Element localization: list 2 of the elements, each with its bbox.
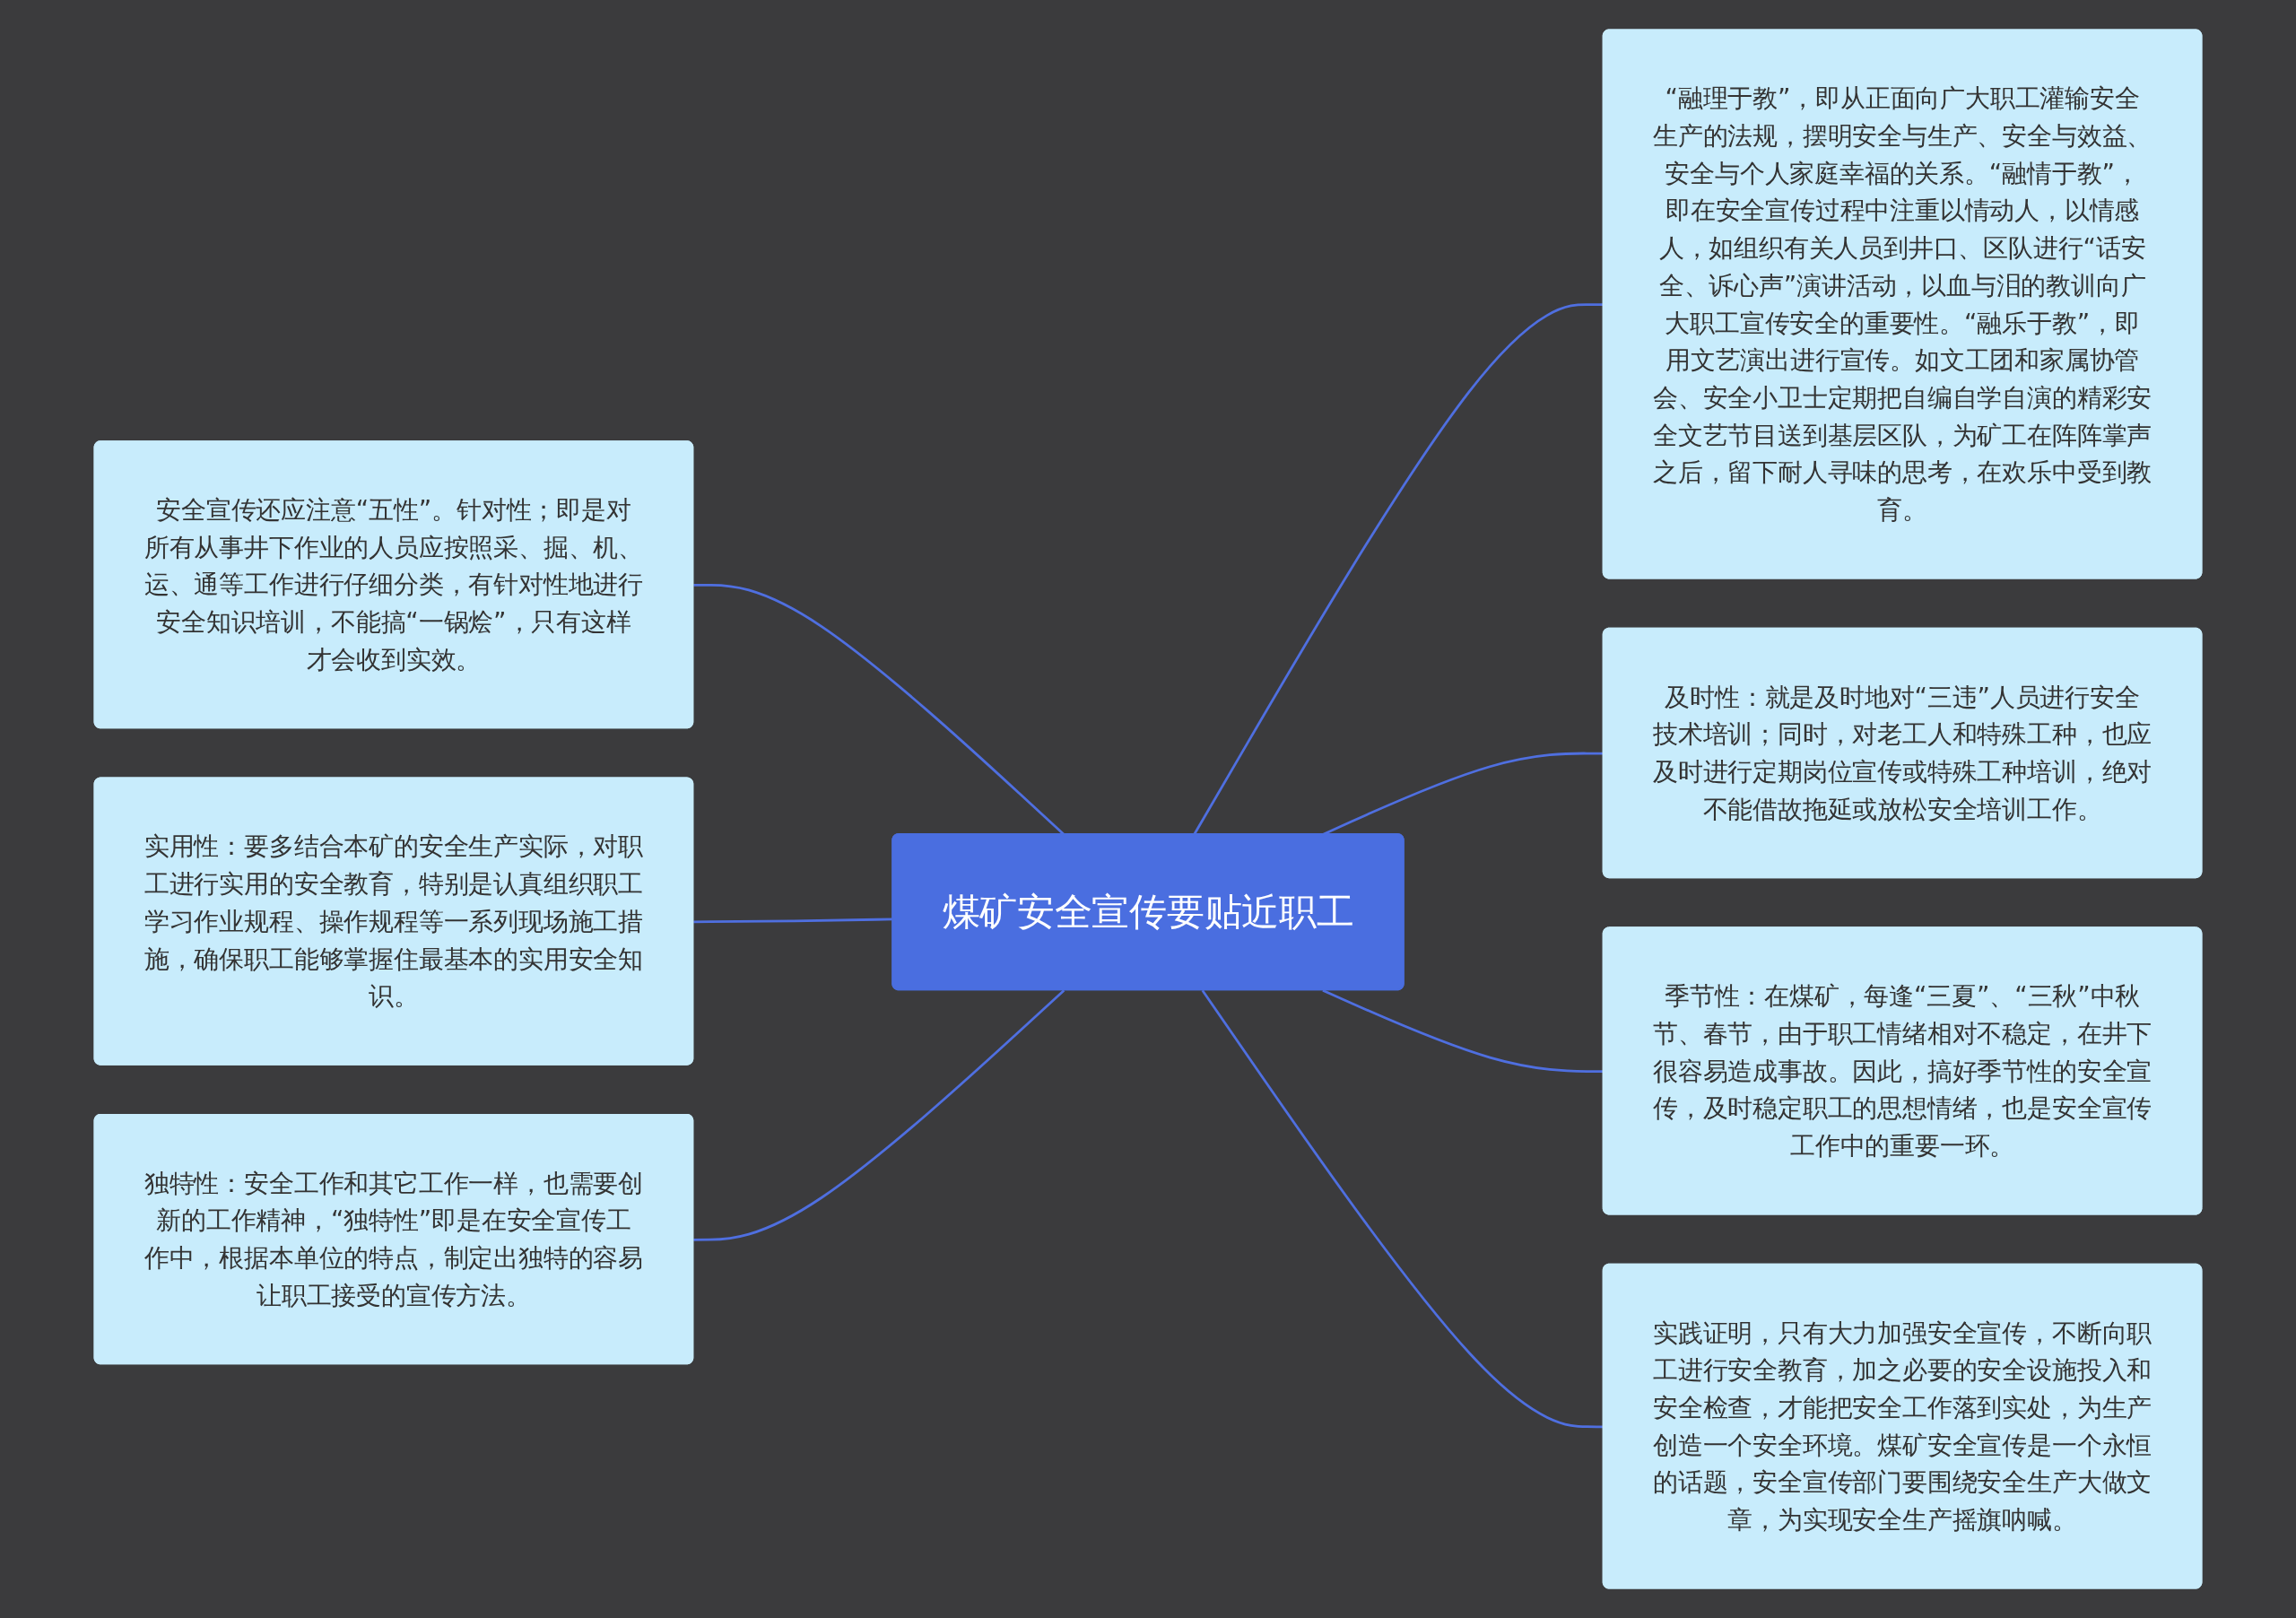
connector <box>693 989 1065 1241</box>
connector <box>693 918 893 924</box>
